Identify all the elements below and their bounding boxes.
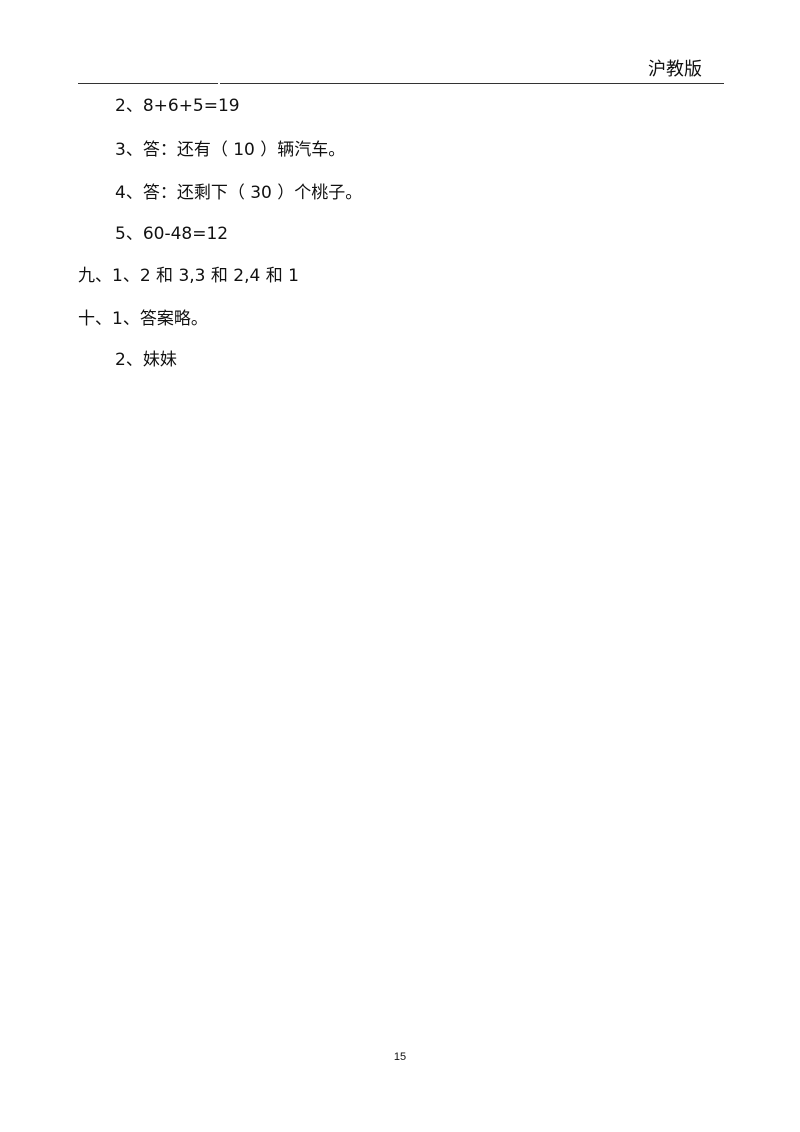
answer-line: 九、1、2 和 3,3 和 2,4 和 1 (78, 266, 299, 286)
header-label: 沪教版 (648, 59, 702, 80)
answer-line: 2、8+6+5=19 (115, 96, 240, 116)
answer-line: 十、1、答案略。 (78, 309, 208, 329)
answer-line: 3、答：还有（ 10 ）辆汽车。 (115, 140, 346, 160)
answer-line: 2、妹妹 (115, 350, 177, 370)
answer-line: 5、60-48=12 (115, 224, 229, 244)
answer-line: 4、答：还剩下（ 30 ）个桃子。 (115, 183, 363, 203)
page-number: 15 (393, 1051, 407, 1063)
header-divider (78, 83, 724, 84)
